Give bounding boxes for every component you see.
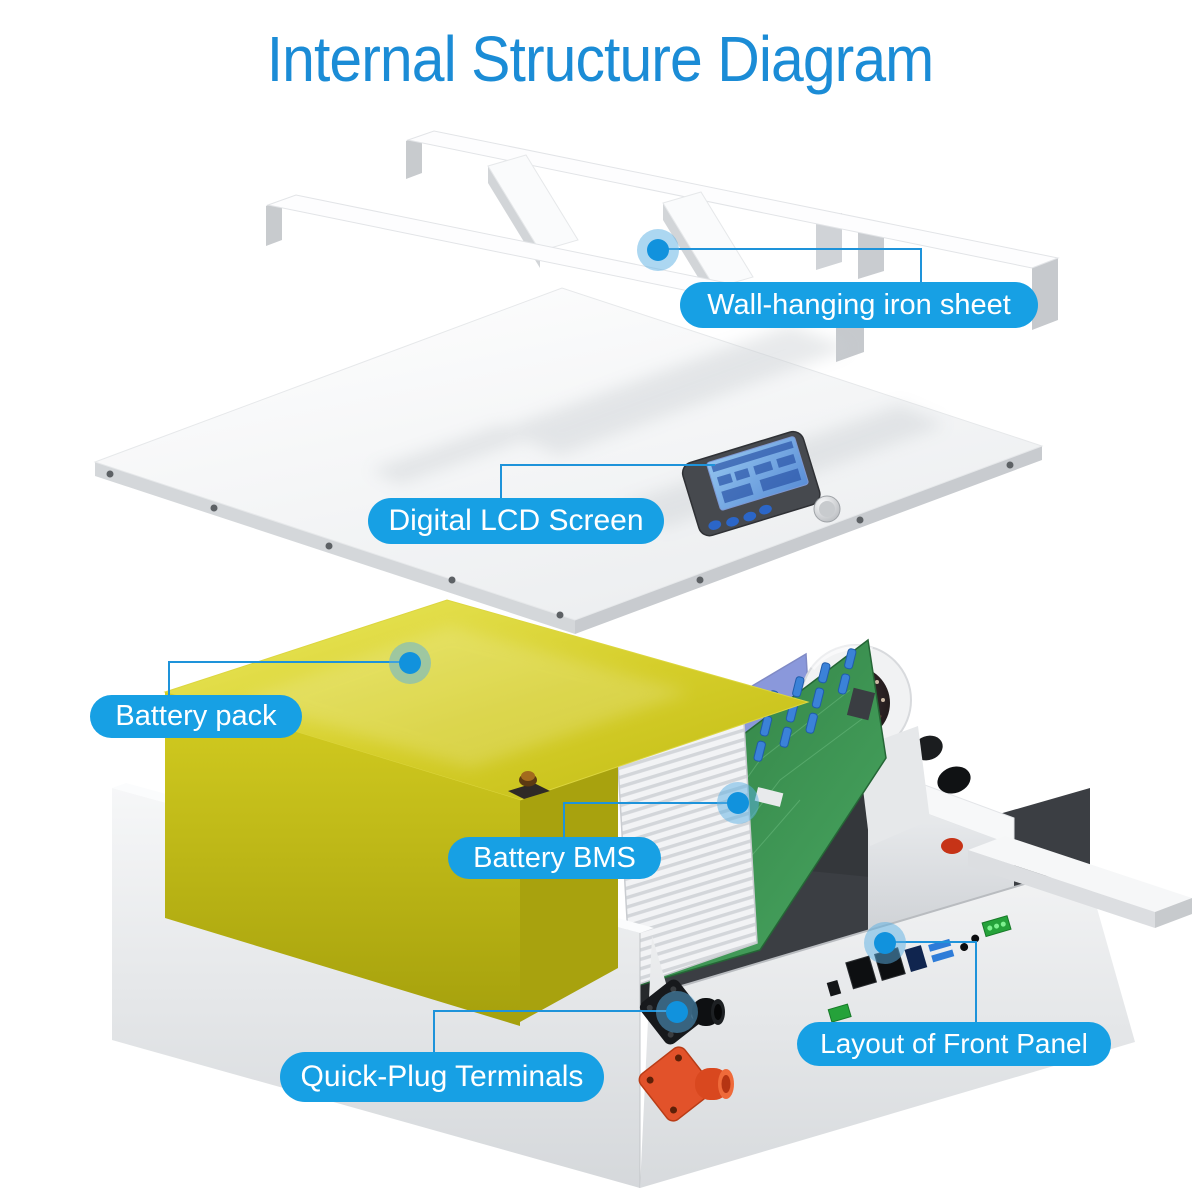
leader-lcd-h [500,464,715,466]
bracket-rear-rail [406,130,1060,269]
callout-front-panel: Layout of Front Panel [797,1022,1111,1066]
dot-battery [399,652,421,674]
callout-battery-bms: Battery BMS [448,837,661,879]
leader-battery-v [168,661,170,698]
callout-label: Digital LCD Screen [388,504,644,537]
red-knob [941,838,963,854]
callout-battery-pack: Battery pack [90,695,302,738]
leader-front-h [892,941,977,943]
leader-quick-v [433,1010,435,1054]
callout-label: Battery BMS [473,841,636,874]
front-panel-ports [826,915,1012,1023]
battery-terminal-bolt [508,771,550,799]
callout-terminals: Quick-Plug Terminals [280,1052,604,1102]
callout-label: Wall-hanging iron sheet [707,288,1011,321]
page-title: Internal Structure Diagram [266,23,934,95]
led-indicator [971,934,980,943]
dot-front-panel [874,932,896,954]
terminal-orange [638,1046,734,1122]
leader-bms-v [563,802,565,839]
dot-wall-sheet [647,239,669,261]
battery-right-face [520,766,618,1022]
bms-chip [846,687,876,721]
dot-terminals [666,1001,688,1023]
green-terminal-block [827,1003,852,1023]
led-indicator [960,943,969,952]
callout-label: Quick-Plug Terminals [300,1060,584,1093]
callout-wall-sheet: Wall-hanging iron sheet [680,282,1038,328]
leader-lcd-v [500,464,502,500]
callout-label: Battery pack [115,700,277,732]
leader-wall-v [920,248,922,284]
lcd-screen [681,430,821,537]
power-switch [826,979,842,997]
comm-port [904,945,928,972]
rj45-port [845,955,878,990]
callout-lcd-screen: Digital LCD Screen [368,498,664,544]
cover-screws [106,461,1014,619]
leader-front-v [975,941,977,1024]
callout-label: Layout of Front Panel [820,1028,1088,1059]
dot-bms [727,792,749,814]
usb-slot [931,949,955,963]
ledge [968,836,1192,928]
leader-battery-h [168,661,406,663]
bms-capacitors [753,648,857,762]
lcd-buttons [708,504,772,530]
leader-wall-h [664,248,922,250]
bms-board [617,638,887,989]
battery-front-face [165,692,520,1026]
top-cover-face [93,287,1044,621]
top-cover [93,287,1044,634]
leader-quick-h [433,1010,669,1012]
leader-bms-h [563,802,731,804]
bms-connector [754,787,784,807]
